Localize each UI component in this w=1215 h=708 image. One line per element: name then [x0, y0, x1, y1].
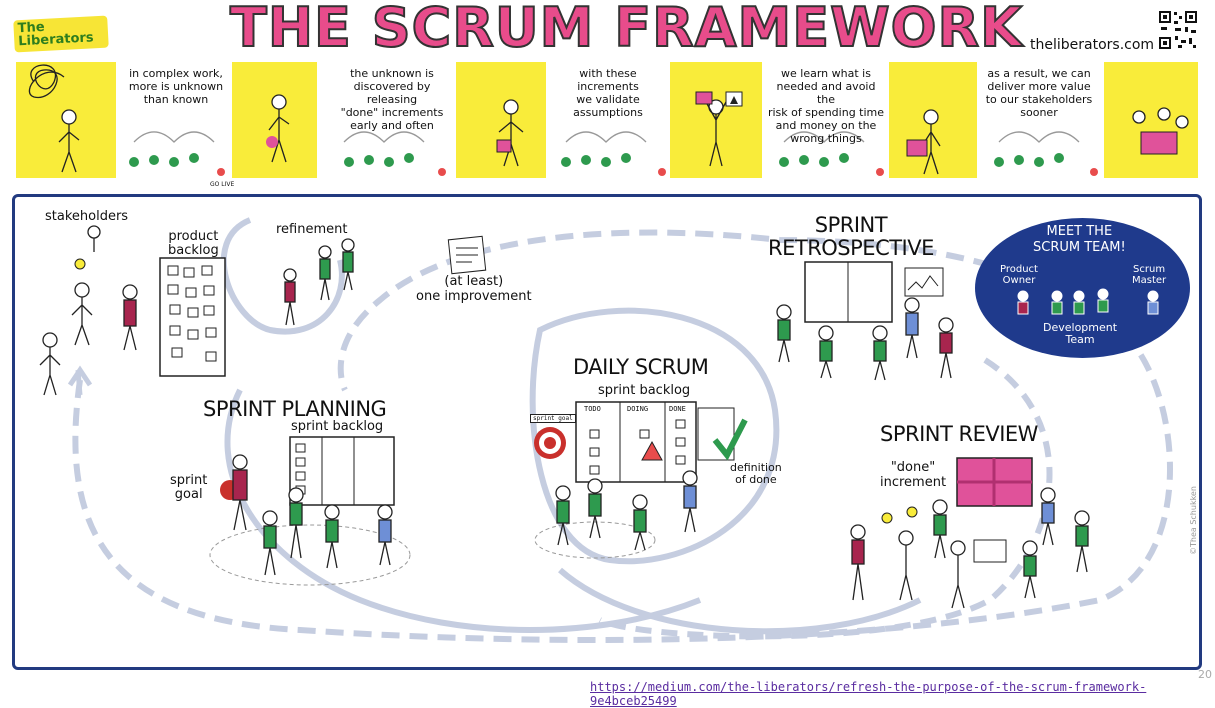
- person-figure: [87, 225, 101, 252]
- strip-caption: in complex work, more is unknown than kn…: [128, 67, 224, 106]
- warning-icon: [641, 440, 663, 461]
- intro-strip: in complex work, more is unknown than kn…: [14, 62, 1200, 188]
- done-increment-label: "done" increment: [880, 460, 947, 490]
- development-team-label: Development Team: [1043, 321, 1118, 346]
- person-figure: [283, 268, 297, 326]
- column-doing: DOING: [627, 405, 649, 413]
- lightbulb-icon: [881, 506, 918, 524]
- person-figure: [776, 304, 792, 363]
- person-figure: [341, 238, 355, 291]
- daily-backlog-label: sprint backlog: [598, 383, 691, 398]
- column-todo: TODO: [584, 405, 601, 413]
- sprint-planning-title: SPRINT PLANNING: [203, 397, 387, 421]
- planning-backlog-label: sprint backlog: [291, 419, 384, 434]
- definition-of-done-label: definition of done: [730, 461, 782, 486]
- person-figure: [318, 245, 332, 301]
- scrum-team-panel: MEET THE SCRUM TEAM! Product Owner Scrum…: [975, 218, 1190, 358]
- strip-caption: with these increments we validate assump…: [573, 67, 643, 119]
- lightbulb-icon: [74, 258, 86, 270]
- stakeholders-label: stakeholders: [45, 209, 129, 224]
- improvement-label: (at least) one improvement: [416, 274, 532, 304]
- left-return-dashed: [67, 365, 93, 396]
- sprint-review-title: SPRINT REVIEW: [880, 422, 1038, 446]
- scrum-master-label: Scrum Master: [1132, 264, 1167, 286]
- person-figure: [288, 487, 304, 559]
- person-figure: [1074, 510, 1090, 573]
- planning-backlog-board: [289, 436, 395, 506]
- person-figure: [850, 524, 866, 601]
- person-figure: [818, 325, 834, 379]
- checkmark-icon: [712, 418, 748, 461]
- illustrator-credit: ©Thea Schukken: [1189, 486, 1198, 555]
- strip-illustrations: [28, 64, 1189, 176]
- go-live-label: GO LIVE: [210, 181, 235, 188]
- person-figure: [587, 478, 603, 539]
- column-done: DONE: [669, 405, 686, 413]
- planning-loop: [224, 388, 702, 633]
- person-figure: [377, 504, 393, 566]
- team-members-illustration: [1017, 288, 1159, 315]
- sprint-loop-dashed: [72, 229, 1173, 643]
- refinement-label: refinement: [276, 222, 348, 237]
- product-owner-label: Product Owner: [1000, 264, 1038, 286]
- scrum-cycle-frame: [12, 194, 1202, 670]
- source-link[interactable]: https://medium.com/the-liberators/refres…: [590, 680, 1147, 708]
- person-figure: [262, 510, 278, 576]
- person-figure: [898, 530, 914, 601]
- strip-panel: [232, 62, 317, 178]
- product-backlog-label: product backlog: [168, 229, 219, 258]
- person-figure: [932, 499, 948, 559]
- strip-caption: the unknown is discovered by releasing "…: [340, 67, 444, 132]
- person-figure: [904, 297, 920, 359]
- person-figure: [324, 504, 340, 569]
- person-figure: [555, 485, 571, 546]
- website-label: theliberators.com: [1030, 37, 1155, 53]
- target-icon: [534, 427, 566, 459]
- page-title: THE SCRUM FRAMEWORK: [229, 0, 1023, 60]
- person-figure: [682, 470, 698, 533]
- person-figure: [1040, 487, 1056, 546]
- daily-scrum-title: DAILY SCRUM: [573, 355, 709, 379]
- qr-code-icon: [1158, 10, 1198, 50]
- team-heading: MEET THE SCRUM TEAM!: [1033, 224, 1126, 255]
- person-figure: [1022, 540, 1038, 599]
- person-figure: [632, 494, 648, 551]
- page-number: 20: [1198, 668, 1212, 681]
- review-loop: [558, 567, 922, 635]
- sprint-goal-tag: sprint goal: [530, 414, 576, 423]
- strip-caption: as a result, we can deliver more value t…: [985, 67, 1093, 119]
- sprint-retrospective-title: SPRINT RETROSPECTIVE: [768, 213, 934, 260]
- person-figure: [232, 454, 248, 531]
- person-figure: [950, 540, 966, 609]
- person-figure: [71, 282, 93, 346]
- scribble-icon: [28, 64, 65, 99]
- daily-loop: [529, 307, 780, 565]
- person-figure: [39, 332, 61, 396]
- strip-panel: [456, 62, 546, 178]
- strip-caption: we learn what is needed and avoid the ri…: [767, 67, 885, 145]
- person-figure: [122, 284, 138, 351]
- refinement-loop: [220, 217, 345, 335]
- person-figure: [938, 317, 954, 379]
- sprint-goal-label: sprint goal: [170, 473, 208, 502]
- person-figure: [872, 325, 888, 381]
